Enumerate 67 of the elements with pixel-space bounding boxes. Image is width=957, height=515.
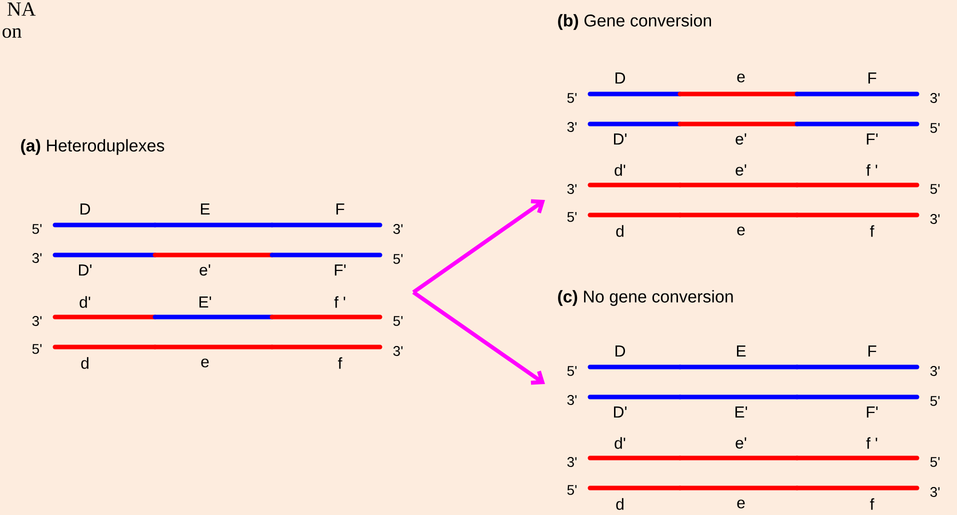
allele-label: f ' [334, 296, 346, 308]
allele-label: f [870, 498, 874, 510]
allele-label: D [80, 204, 90, 214]
strand-end-label: 3' [930, 214, 940, 224]
allele-label: E' [735, 406, 748, 418]
strand-end-label: 3' [930, 487, 940, 497]
allele-label: d' [614, 437, 626, 449]
panel-heading: (b) Gene conversion [558, 14, 712, 30]
strand-end-label: 5' [930, 457, 940, 467]
allele-label: e [737, 74, 745, 82]
panel-heading: (c) No gene conversion [558, 290, 733, 306]
allele-label: e' [736, 133, 746, 145]
strand-end-label: 5' [567, 485, 577, 495]
allele-label: F [868, 72, 876, 84]
strand-end-label: 5' [567, 93, 577, 103]
allele-label: F' [866, 134, 878, 144]
allele-label: D [616, 346, 626, 356]
allele-label: F' [334, 264, 346, 276]
arrow [412, 199, 545, 294]
allele-label: D [616, 72, 626, 84]
allele-label: f [870, 225, 874, 237]
allele-label: f ' [866, 164, 878, 176]
allele-label: D' [614, 134, 626, 144]
allele-label: d [81, 357, 88, 369]
allele-label: d' [614, 164, 626, 176]
allele-label: d [616, 498, 624, 510]
allele-label: d' [80, 296, 90, 308]
strand-end-label: 5' [930, 396, 940, 406]
allele-label: f ' [866, 437, 878, 449]
allele-label: d [616, 225, 624, 237]
strand-end-label: 3' [32, 253, 42, 263]
strand-end-label: 3' [393, 346, 403, 356]
strand-end-label: 5' [567, 212, 577, 222]
page-text: NA [8, 2, 36, 16]
allele-label: E [737, 346, 746, 356]
strand-end-label: 3' [567, 122, 577, 132]
allele-label: e [737, 500, 745, 508]
strand-end-label: 5' [930, 123, 940, 133]
strand-end-label: 5' [567, 366, 577, 376]
strand-end-label: 3' [567, 395, 577, 405]
allele-label: f [338, 357, 342, 369]
allele-label: e' [200, 264, 210, 276]
strand-end-label: 3' [32, 316, 42, 326]
strand-end-label: 5' [930, 184, 940, 194]
allele-label: E [201, 204, 210, 214]
allele-label: e [737, 226, 745, 236]
strand-end-label: 5' [393, 254, 403, 264]
strand-end-label: 5' [393, 316, 403, 326]
allele-label: e' [736, 164, 746, 176]
allele-label: F [868, 346, 876, 356]
allele-label: e' [736, 437, 746, 449]
allele-label: D' [614, 406, 626, 418]
strand-end-label: 3' [567, 184, 577, 194]
allele-label: D' [79, 264, 92, 276]
page-text: on [2, 28, 22, 38]
strand-end-label: 3' [930, 93, 940, 103]
allele-label: F' [866, 406, 878, 418]
strand-end-label: 3' [567, 457, 577, 467]
arrow [412, 290, 545, 385]
strand-end-label: 5' [32, 224, 42, 234]
panel-heading: (a) Heteroduplexes [21, 139, 164, 155]
allele-label: E' [199, 296, 212, 308]
allele-label: e [201, 358, 209, 368]
allele-label: F [336, 204, 344, 214]
strand-end-label: 5' [32, 344, 42, 354]
strand-end-label: 3' [930, 366, 940, 376]
strand-end-label: 3' [393, 224, 403, 234]
